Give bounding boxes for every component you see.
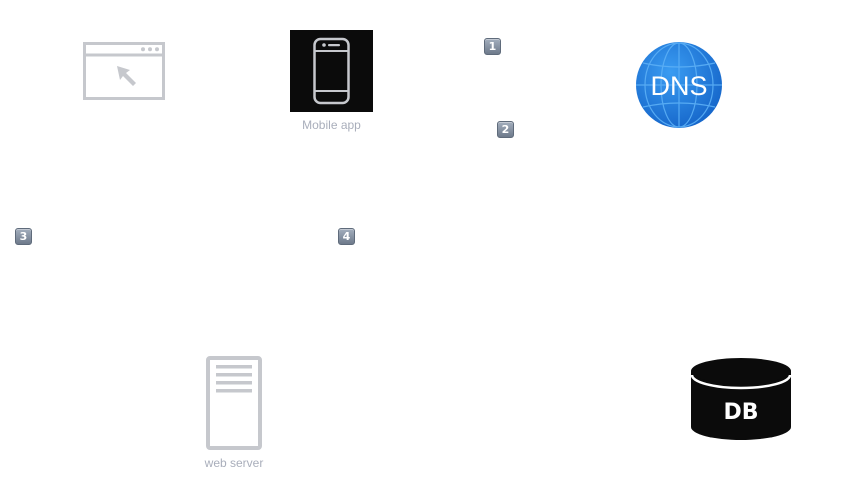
web-server-label: web server [204, 456, 264, 470]
browser-window-icon [83, 42, 165, 100]
mobile-app-node [290, 30, 373, 112]
dns-node: DNS [635, 41, 723, 129]
web-server-node [205, 355, 263, 451]
step-badge-2: 2 [497, 121, 514, 138]
database-node: DB [689, 356, 793, 442]
dns-label: DNS [650, 71, 707, 101]
database-cylinder-icon: DB [690, 358, 792, 440]
step-badge-4: 4 [338, 228, 355, 245]
step-badge-3: 3 [15, 228, 32, 245]
step-badge-1: 1 [484, 38, 501, 55]
browser-node [83, 42, 165, 100]
server-tower-icon [206, 356, 262, 450]
db-label: DB [723, 400, 758, 425]
globe-icon: DNS [636, 42, 722, 128]
smartphone-icon [313, 37, 350, 105]
mobile-app-label: Mobile app [302, 118, 361, 132]
